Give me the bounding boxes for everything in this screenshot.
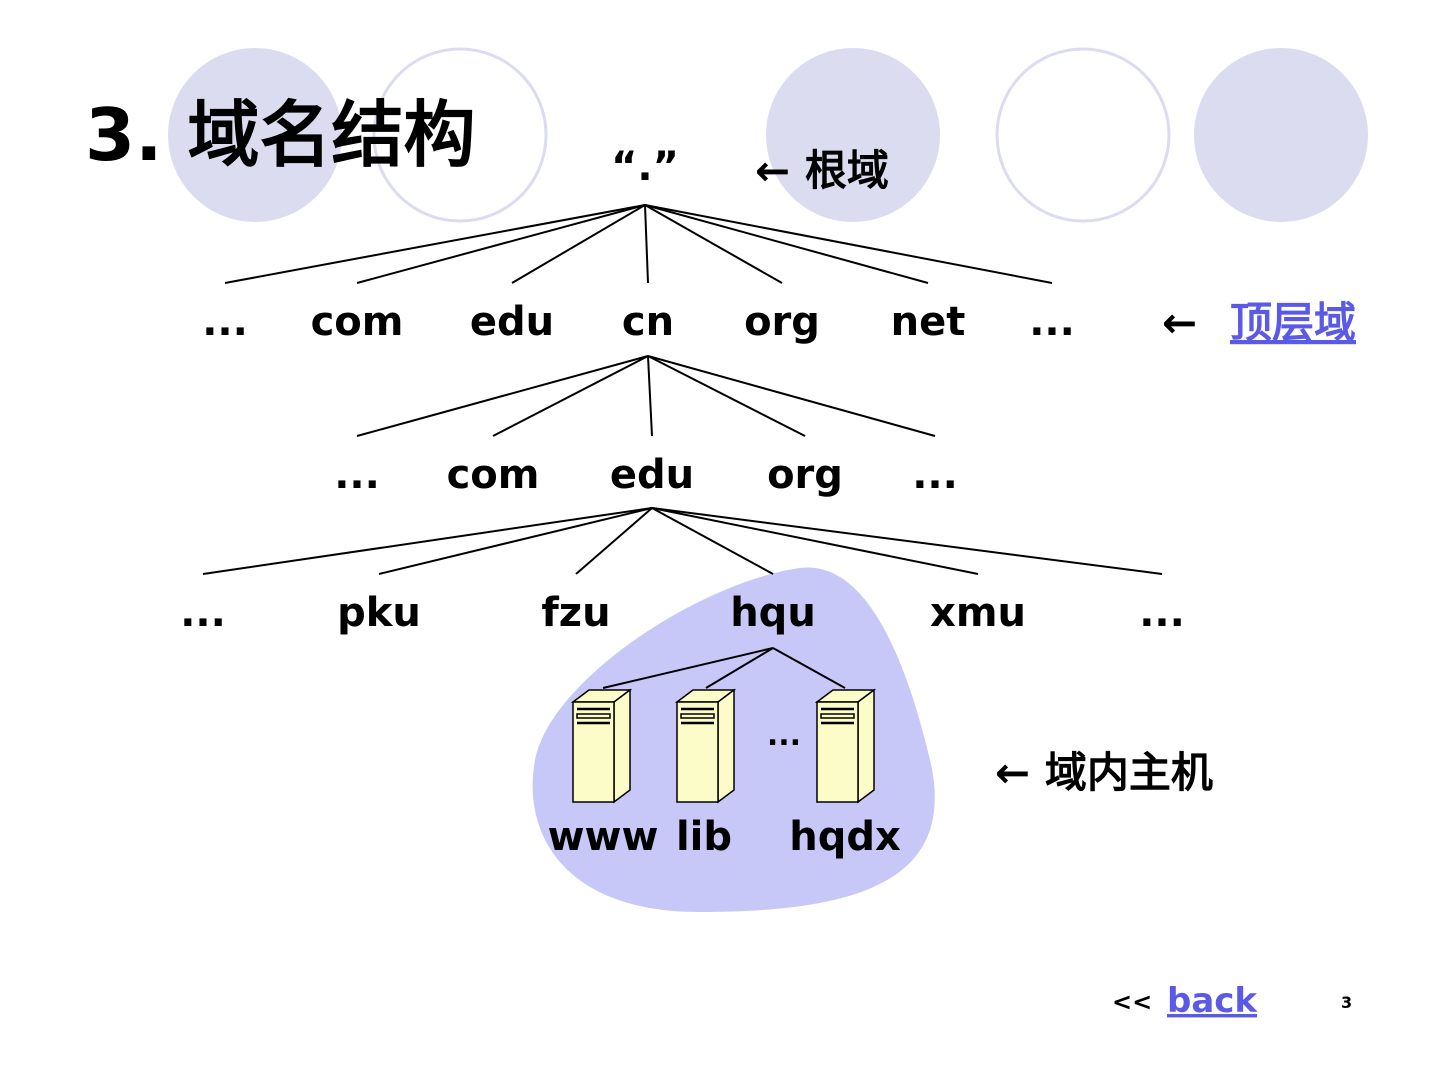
page-number: 3 <box>1341 993 1352 1012</box>
server-icons <box>570 688 877 804</box>
host-label: www <box>548 814 659 860</box>
level2-labels: ... com edu org ... <box>334 452 958 498</box>
tld-label: ... <box>202 299 248 345</box>
tld-annotation-link[interactable]: 顶层域 <box>1230 298 1356 347</box>
server-icon <box>674 688 737 804</box>
hosts-ellipsis: ... <box>767 718 801 753</box>
level1-labels: ... com edu cn org net ... <box>202 299 1075 345</box>
sld-label: ... <box>912 452 958 498</box>
tree-edges <box>202 204 1163 689</box>
tld-label: ... <box>1029 299 1075 345</box>
third-level-label: ... <box>180 590 226 636</box>
tld-label: com <box>311 299 404 345</box>
server-icon <box>814 688 877 804</box>
sld-label: com <box>447 452 540 498</box>
sld-label: edu <box>610 452 694 498</box>
sld-label: org <box>767 452 843 498</box>
tld-label: org <box>744 299 820 345</box>
circle-filled <box>168 48 342 222</box>
circle-filled <box>1194 48 1368 222</box>
tld-label: edu <box>470 299 554 345</box>
tld-label: cn <box>622 299 674 345</box>
root-label: “.” <box>611 144 679 190</box>
decorative-circles <box>168 47 1368 223</box>
tld-label: net <box>891 299 966 345</box>
third-level-label: ... <box>1139 590 1185 636</box>
sld-label: ... <box>334 452 380 498</box>
circle-outline <box>995 47 1171 223</box>
third-level-label: hqu <box>730 590 816 636</box>
circle-filled <box>766 48 940 222</box>
third-level-label: pku <box>337 590 421 636</box>
server-icon <box>570 688 633 804</box>
back-prefix: << <box>1112 988 1152 1016</box>
host-label: lib <box>676 814 732 860</box>
host-label: hqdx <box>789 814 901 860</box>
back-link[interactable]: back <box>1167 981 1258 1021</box>
page-title: 3. 域名结构 <box>85 93 476 177</box>
level3-labels: ... pku fzu hqu xmu ... <box>180 590 1185 636</box>
hosts-annotation: ← 域内主机 <box>995 748 1213 797</box>
circle-outline <box>372 47 548 223</box>
third-level-label: xmu <box>930 590 1026 636</box>
tld-annotation-arrow: ← <box>1162 298 1197 347</box>
root-annotation: ← 根域 <box>755 146 889 195</box>
third-level-label: fzu <box>541 590 610 636</box>
